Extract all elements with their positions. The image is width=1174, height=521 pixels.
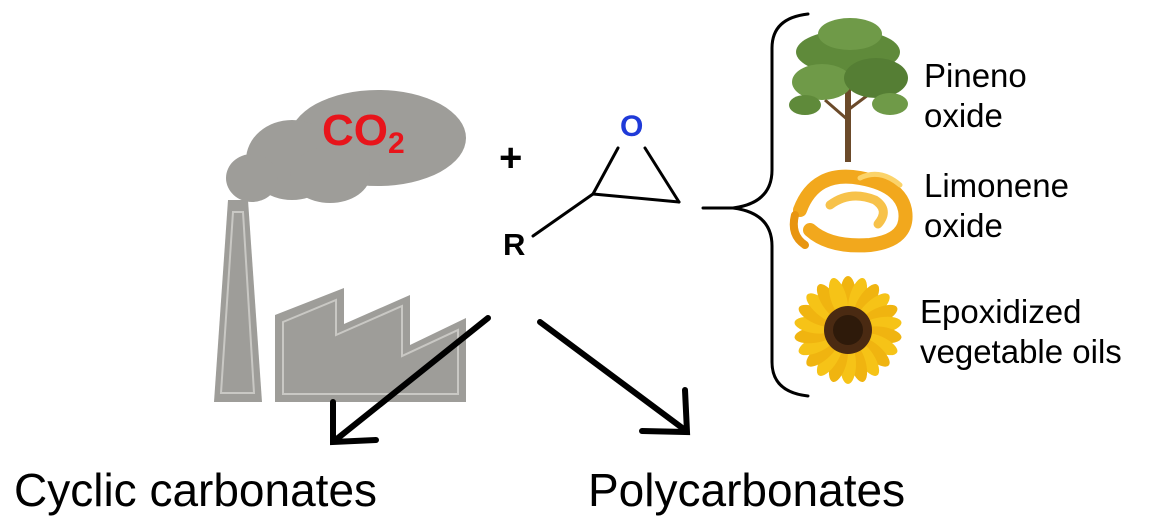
smoke-cloud (226, 90, 466, 203)
source-label-line: oxide (924, 97, 1003, 134)
epoxide-oxygen-label: O (620, 110, 644, 143)
sunflower-icon (794, 276, 902, 384)
curly-brace (701, 12, 810, 398)
plus-sign: + (499, 136, 523, 180)
co2-label: CO2 (322, 106, 405, 161)
source-label-limonene: Limonene oxide (924, 166, 1069, 246)
source-label-line: oxide (924, 207, 1003, 244)
pine-tree-icon (789, 18, 908, 162)
product-polycarbonates: Polycarbonates (588, 464, 906, 516)
source-label-line: vegetable oils (920, 333, 1122, 370)
product-cyclic-carbonates: Cyclic carbonates (14, 464, 378, 516)
arrow-to-cyclic-carbonates (330, 315, 491, 446)
co2-text: CO (322, 106, 388, 155)
factory-chimney (214, 200, 262, 402)
sunflower-center-inner (833, 315, 863, 345)
source-label-line: Epoxidized (920, 293, 1082, 330)
source-label-line: Pineno (924, 57, 1027, 94)
epoxide-structure (531, 146, 681, 238)
source-label-pineno: Pineno oxide (924, 56, 1027, 136)
source-label-vegetable-oils: Epoxidized vegetable oils (920, 292, 1122, 372)
source-label-line: Limonene (924, 167, 1069, 204)
r-group-label: R (503, 227, 526, 262)
arrow-to-polycarbonates (537, 319, 691, 436)
factory-building (275, 288, 466, 402)
factory-icon (214, 90, 466, 402)
orange-peel-icon (789, 169, 913, 253)
co2-subscript: 2 (388, 127, 405, 160)
